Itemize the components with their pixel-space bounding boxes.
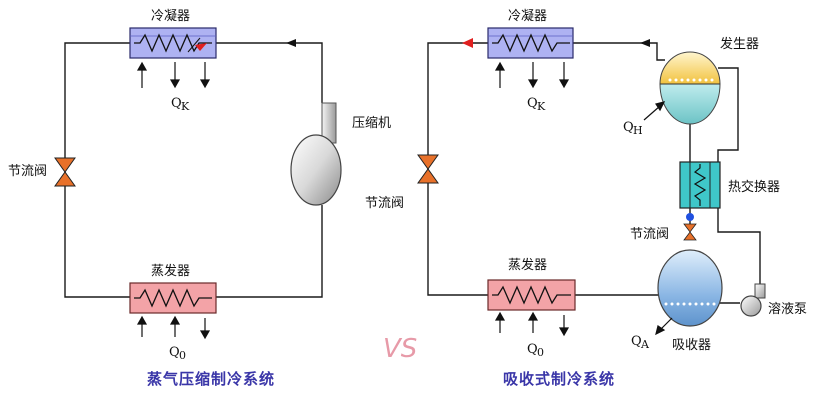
- left-evaporator-heat-arrows: [136, 315, 211, 340]
- right-evaporator: 蒸发器: [487, 257, 576, 311]
- right-evaporator-coil: [492, 285, 571, 305]
- left-pipe-loop: [64, 42, 323, 298]
- left-q0-label: Q: [169, 345, 180, 360]
- right-qh-sub: H: [633, 124, 643, 137]
- right-condenser-coil: [492, 33, 570, 53]
- right-generator: 发生器: [659, 36, 759, 125]
- right-qk-sub: K: [537, 100, 546, 113]
- left-compressor-label: 压缩机: [352, 115, 391, 131]
- right-heat-exchanger: 热交换器: [679, 161, 780, 209]
- right-pipe-condenser-loop: [427, 42, 488, 296]
- left-q0-sub: 0: [179, 349, 186, 362]
- right-generator-bubbles: [668, 78, 714, 82]
- left-condenser-red-arrow: [195, 43, 207, 51]
- left-condenser-heat-arrows: [136, 61, 211, 89]
- right-qh-arrow: [643, 101, 666, 121]
- right-absorber-label: 吸收器: [672, 338, 711, 353]
- right-qh-label: Q: [623, 120, 634, 135]
- left-condenser: 冷凝器: [129, 8, 217, 59]
- left-throttle-label: 节流阀: [8, 164, 47, 179]
- right-throttle-label-left: 节流阀: [365, 196, 404, 211]
- right-pipe-generator-return: [717, 67, 739, 162]
- right-evaporator-heat-arrows: [494, 311, 570, 337]
- left-compressor: 压缩机: [290, 102, 391, 206]
- left-qk-sub: K: [181, 100, 190, 113]
- right-pipe-generator-to-condenser: [573, 42, 665, 61]
- left-qk-label: Q: [171, 96, 182, 111]
- right-qa-label: Q: [631, 334, 642, 349]
- left-flow-arrow: [286, 39, 296, 47]
- left-condenser-label: 冷凝器: [151, 8, 190, 24]
- right-absorber: 吸收器: [657, 249, 723, 353]
- left-evaporator: 蒸发器: [129, 263, 217, 314]
- right-qa-arrow: [655, 317, 673, 336]
- right-throttle-valve-small: 节流阀: [630, 223, 697, 242]
- right-q0-label: Q: [527, 342, 538, 357]
- left-system: 冷凝器 Q K 压缩机 节流阀 蒸发器: [8, 8, 391, 388]
- right-throttle-label-right: 节流阀: [630, 227, 669, 242]
- right-throttle-valve: 节流阀: [365, 154, 439, 211]
- right-qk-label: Q: [527, 96, 538, 111]
- right-absorber-bubbles: [664, 302, 716, 306]
- right-system: 冷凝器 Q K 发生器 Q H: [365, 8, 807, 388]
- right-condenser-heat-arrows: [494, 61, 570, 89]
- right-generator-label: 发生器: [720, 36, 759, 52]
- right-flow-arrow-red: [462, 38, 473, 48]
- left-throttle-valve: 节流阀: [8, 157, 76, 187]
- right-solution-pump: 溶液泵: [740, 283, 807, 317]
- left-evaporator-coil: [134, 288, 212, 308]
- left-evaporator-label: 蒸发器: [151, 263, 190, 279]
- right-junction-dot: [686, 213, 694, 221]
- left-condenser-coil: [134, 33, 212, 53]
- right-condenser-label: 冷凝器: [508, 8, 547, 24]
- right-q0-sub: 0: [537, 346, 544, 359]
- right-condenser: 冷凝器: [487, 8, 574, 59]
- vs-label: VS: [383, 334, 417, 364]
- left-caption: 蒸气压缩制冷系统: [147, 370, 275, 388]
- right-pump-label: 溶液泵: [768, 302, 807, 317]
- right-heat-exchanger-label: 热交换器: [728, 179, 780, 195]
- right-pipe-pump-loop: [717, 208, 761, 290]
- right-evaporator-label: 蒸发器: [508, 257, 547, 273]
- right-flow-arrow: [640, 39, 650, 47]
- right-qa-sub: A: [640, 338, 650, 351]
- right-caption: 吸收式制冷系统: [503, 370, 615, 388]
